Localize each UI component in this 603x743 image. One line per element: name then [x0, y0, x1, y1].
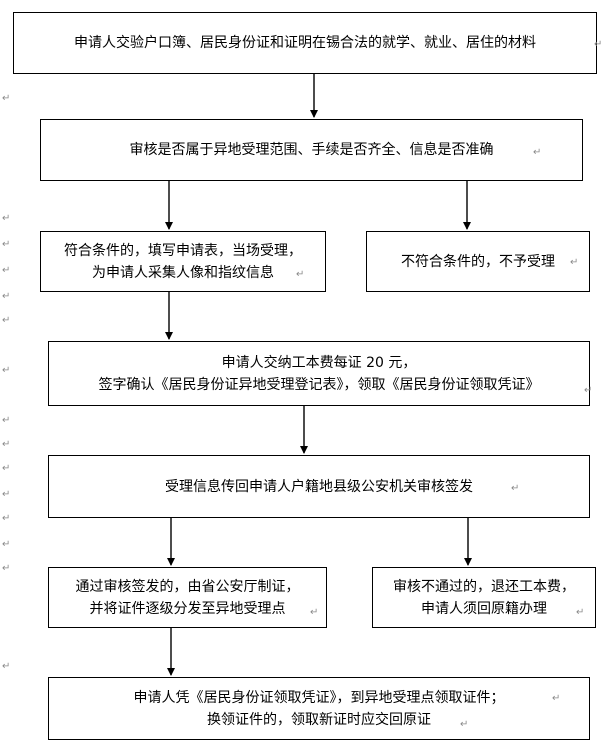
paragraph-mark: ↵ — [2, 365, 11, 376]
node-pay-fee-sign: 申请人交纳工本费每证 20 元， 签字确认《居民身份证异地受理登记表》，领取《居… — [48, 341, 590, 406]
paragraph-mark: ↵ — [2, 213, 11, 224]
node-approved-production: 通过审核签发的，由省公安厅制证， 并将证件逐级分发至异地受理点 — [48, 567, 327, 628]
paragraph-mark: ↵ — [460, 719, 469, 730]
paragraph-mark: ↵ — [2, 661, 11, 672]
node-denied-refund: 审核不通过的，退还工本费， 申请人须回原籍办理 — [372, 567, 596, 628]
node-accept-application: 符合条件的，填写申请表，当场受理， 为申请人采集人像和指纹信息 — [40, 231, 326, 292]
paragraph-mark: ↵ — [2, 93, 11, 104]
node-reject-application: 不符合条件的，不予受理 — [366, 231, 590, 292]
node-text-line: 受理信息传回申请人户籍地县级公安机关审核签发 — [165, 478, 473, 495]
node-text-line: 签字确认《居民身份证异地受理登记表》，领取《居民身份证领取凭证》 — [98, 376, 540, 393]
paragraph-mark: ↵ — [296, 269, 305, 280]
paragraph-mark: ↵ — [2, 489, 11, 500]
node-text-line: 申请人交纳工本费每证 20 元， — [221, 354, 417, 371]
node-text-line: 申请人凭《居民身份证领取凭证》，到异地受理点领取证件； — [133, 689, 505, 706]
paragraph-mark: ↵ — [2, 563, 11, 574]
paragraph-mark: ↵ — [2, 539, 11, 550]
node-review-eligibility: 审核是否属于异地受理范围、手续是否齐全、信息是否准确 — [40, 119, 583, 181]
node-text-line: 不符合条件的，不予受理 — [401, 253, 555, 270]
node-text-line: 并将证件逐级分发至异地受理点 — [89, 600, 286, 617]
node-text-line: 换领证件的，领取新证时应交回原证 — [207, 711, 431, 728]
paragraph-mark: ↵ — [594, 39, 603, 50]
paragraph-mark: ↵ — [310, 607, 319, 618]
paragraph-mark: ↵ — [533, 147, 542, 158]
node-text-line: 申请人须回原籍办理 — [421, 600, 547, 617]
paragraph-mark: ↵ — [552, 693, 561, 704]
paragraph-mark: ↵ — [570, 257, 579, 268]
node-text-line: 申请人交验户口簿、居民身份证和证明在锡合法的就学、就业、居住的材料 — [74, 35, 536, 51]
paragraph-mark: ↵ — [576, 607, 585, 618]
node-collect-certificate: 申请人凭《居民身份证领取凭证》，到异地受理点领取证件； 换领证件的，领取新证时应… — [48, 677, 590, 740]
paragraph-mark: ↵ — [2, 463, 11, 474]
node-transmit-for-approval: 受理信息传回申请人户籍地县级公安机关审核签发 — [48, 455, 590, 518]
node-submit-materials: 申请人交验户口簿、居民身份证和证明在锡合法的就学、就业、居住的材料 — [13, 12, 597, 74]
paragraph-mark: ↵ — [2, 439, 11, 450]
node-text-line: 审核不通过的，退还工本费， — [393, 578, 575, 595]
paragraph-mark: ↵ — [2, 265, 11, 276]
node-text-line: 通过审核签发的，由省公安厅制证， — [75, 578, 300, 595]
paragraph-mark: ↵ — [2, 415, 11, 426]
paragraph-mark: ↵ — [584, 385, 593, 396]
node-text-line: 符合条件的，填写申请表，当场受理， — [64, 242, 302, 259]
node-text-line: 为申请人采集人像和指纹信息 — [92, 264, 274, 281]
paragraph-mark: ↵ — [2, 315, 11, 326]
paragraph-mark: ↵ — [511, 483, 520, 494]
paragraph-mark: ↵ — [2, 239, 11, 250]
paragraph-mark: ↵ — [2, 513, 11, 524]
node-text-line: 审核是否属于异地受理范围、手续是否齐全、信息是否准确 — [129, 142, 494, 158]
paragraph-mark: ↵ — [2, 291, 11, 302]
